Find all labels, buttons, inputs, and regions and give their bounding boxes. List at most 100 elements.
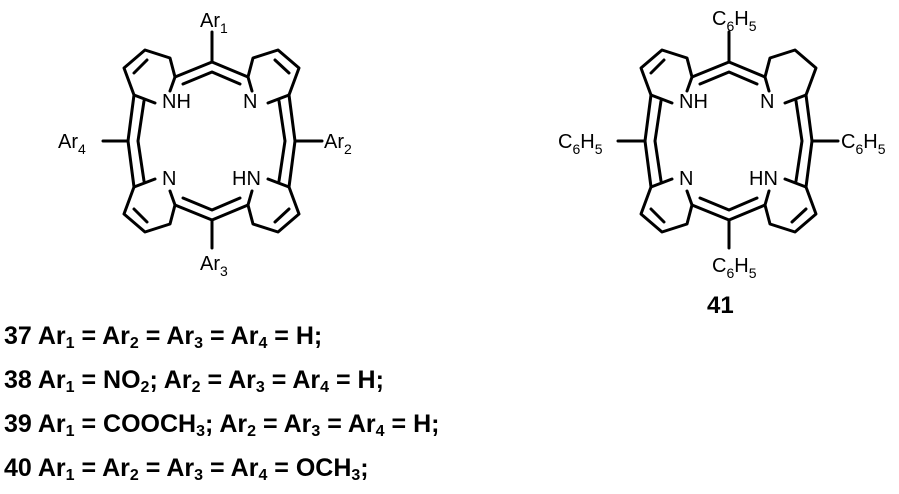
legend-line-37: 37 Ar1 = Ar2 = Ar3 = Ar4 = H; [4,318,439,362]
subscript: 4 [258,335,268,352]
bond [649,207,666,224]
substituent-ar3: Ar3 [200,253,228,279]
subscript: 3 [255,379,265,396]
formula-text: = Ar [74,322,130,350]
formula-text: Ar [37,322,66,350]
atom-hn-label: HN [749,168,778,190]
compound-number: 39 [4,410,32,438]
bond [136,99,146,183]
subscript: 2 [129,467,139,484]
bond [790,207,808,224]
bond [266,93,291,105]
formula-text: = H; [329,366,384,394]
bond [181,70,242,86]
bond [277,99,287,183]
substituent-ar1: Ar1 [200,10,228,36]
bond [181,196,242,212]
subscript: 4 [375,423,385,440]
bond [685,189,694,207]
bond [122,185,177,234]
formula-text: Ar [37,410,66,438]
bond [698,196,759,212]
bond [653,99,663,183]
bond [690,203,767,222]
atom-n-label: N [243,91,257,113]
formula-text: = Ar [203,322,259,350]
formula-text: = Ar [203,454,259,482]
bond [763,75,771,93]
atom-n-label: N [679,168,693,190]
formula-text: = Ar [320,410,376,438]
compound-label-41: 41 [707,292,734,319]
bond [132,177,157,189]
formula-text: = OCH [267,454,352,482]
atom-nh-label: NH [679,91,708,113]
formula-text: ; Ar [205,410,248,438]
bond [763,189,771,207]
compound-number: 38 [4,366,32,394]
formula-text: = Ar [200,366,256,394]
formula-text: = Ar [264,366,321,394]
bond [266,177,291,189]
bond [690,60,767,79]
formula-text: = NO [74,366,141,394]
bond [273,58,291,75]
substituent-phenyl-right: C6H5 [841,131,886,157]
bond [132,93,157,105]
bond [132,58,149,75]
bond [649,93,674,105]
bond [649,58,666,75]
subscript: 3 [311,423,321,440]
compound-legend: 37 Ar1 = Ar2 = Ar3 = Ar4 = H;38 Ar1 = NO… [4,318,439,494]
formula-text: = Ar [138,322,195,350]
compound-number: 40 [4,454,32,482]
bond [132,207,149,224]
legend-line-38: 38 Ar1 = NO2; Ar2 = Ar3 = Ar4 = H; [4,362,439,406]
subscript: 1 [65,467,75,484]
subscript: 1 [65,379,75,396]
subscript: 2 [129,335,139,352]
atom-n-label: N [760,91,774,113]
bond [122,48,177,97]
atom-hn-label: HN [232,168,261,190]
bond [783,93,808,105]
subscript: 2 [140,379,150,396]
bond [168,75,177,93]
substituent-ar4: Ar4 [58,131,86,157]
chlorin-structure: NH N N HN C6H5 C6H5 C6H5 C6H5 [558,8,886,281]
formula-text: = H; [384,410,440,438]
bond [173,203,250,222]
compound-number: 37 [4,322,32,350]
porphyrin-structure: NH N N HN Ar1 Ar2 Ar3 Ar4 [58,10,352,279]
substituent-phenyl-bottom: C6H5 [712,255,757,281]
subscript: 4 [320,379,330,396]
atom-n-label: N [162,168,176,190]
formula-text: = Ar [138,454,195,482]
substituent-ar2: Ar2 [324,131,352,157]
formula-text: ; [360,454,369,482]
bond [246,75,254,93]
formula-text: ; Ar [149,366,192,394]
bond [273,207,291,224]
subscript: 2 [191,379,201,396]
atom-nh-label: NH [162,91,191,113]
bond [763,185,818,234]
bond [649,177,674,189]
formula-text: = Ar [256,410,312,438]
legend-line-40: 40 Ar1 = Ar2 = Ar3 = Ar4 = OCH3; [4,450,439,494]
chemical-structures: NH N N HN Ar1 Ar2 Ar3 Ar4 [58,8,886,281]
bond [763,48,818,97]
bond [794,99,804,183]
legend-line-39: 39 Ar1 = COOCH3; Ar2 = Ar3 = Ar4 = H; [4,406,439,450]
subscript: 4 [258,467,268,484]
formula-text: Ar [37,454,66,482]
bond [639,48,694,97]
bond [685,75,694,93]
bond [246,185,301,234]
subscript: 3 [194,335,204,352]
bond [783,177,808,189]
subscript: 2 [247,423,257,440]
bond [168,189,177,207]
subscript: 3 [351,467,361,484]
bond [173,60,250,79]
